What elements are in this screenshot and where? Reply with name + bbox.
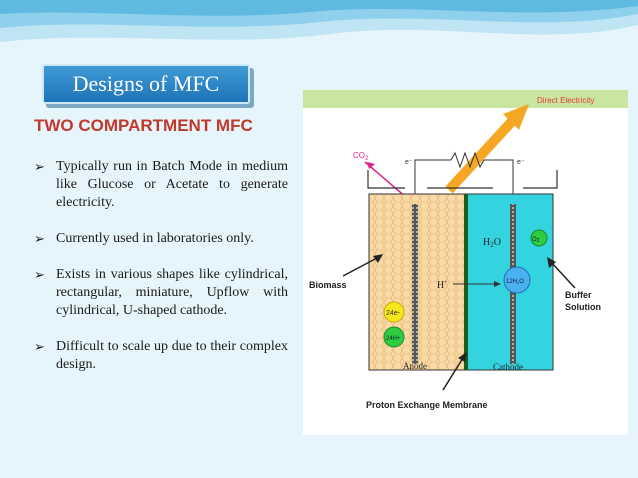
mfc-diagram: Direct Electricity CO2 e⁻ e⁻ H2O O2 12H2… [303,90,628,435]
proton-arrow-head [494,281,501,287]
electron-bubble-label: 24e- [386,310,401,317]
chamber-lid-left [367,170,405,189]
electron-label-right: e⁻ [517,159,525,166]
o2-molecule [530,229,548,247]
bullet-text: Exists in various shapes like cylindrica… [56,267,288,318]
wire-left [414,159,451,208]
buffer-label-line1: Buffer [565,290,592,300]
arrow-bullet-icon: ➢ [34,267,45,282]
header-waves [0,0,638,42]
o2-label: O2 [532,237,540,244]
bullet-text: Difficult to scale up due to their compl… [56,339,288,372]
proton-bubble-label: 24H+ [386,336,401,342]
h2o-label: H2O [483,237,501,249]
arrow-bullet-icon: ➢ [34,339,45,354]
electron-label-left: e⁻ [405,159,413,166]
buffer-arrow-head [547,257,556,268]
biomass-arrow-head [373,254,383,263]
co2-label: CO2 [353,151,369,162]
top-band [303,90,628,108]
bullet-item: ➢ Currently used in laboratories only. [32,230,288,248]
slide-title: Designs of MFC [42,64,250,104]
membrane-arrow-head [458,352,467,362]
chamber-lid-right [523,170,558,189]
slide-subtitle: TWO COMPARTMENT MFC [34,116,253,135]
anode-electrode [412,204,418,364]
bullet-item: ➢ Difficult to scale up due to their comp… [32,338,288,374]
bullet-item: ➢ Typically run in Batch Mode in medium l… [32,158,288,212]
buffer-label-line2: Solution [565,302,601,312]
co2-arrow [364,161,408,199]
biomass-arrow [342,257,378,277]
electricity-arrow-head [503,104,529,130]
bullet-item: ➢ Exists in various shapes like cylindric… [32,266,288,320]
cathode-label: Cathode [493,362,523,372]
resistor-icon [450,151,485,169]
bullet-list: ➢ Typically run in Batch Mode in medium l… [32,158,288,392]
anode-label: Anode [403,361,427,371]
membrane-label: Proton Exchange Membrane [366,400,488,410]
proton-bubble [383,326,405,348]
direct-electricity-label: Direct Electricity [537,96,594,105]
arrow-bullet-icon: ➢ [34,159,45,174]
buffer-arrow [550,261,576,289]
electron-bubble [383,301,405,323]
arrow-bullet-icon: ➢ [34,231,45,246]
bullet-text: Currently used in laboratories only. [56,231,254,246]
electricity-arrow-shaft [445,114,519,194]
water-molecule [503,266,531,294]
water-molecule-label: 12H2O [506,279,524,285]
wire-right [484,159,514,208]
biomass-label: Biomass [309,280,347,290]
membrane-arrow [442,357,464,391]
proton-exchange-membrane [464,194,468,370]
h-plus-label: H+ [437,280,448,291]
co2-arrow-head [367,162,375,169]
bullet-text: Typically run in Batch Mode in medium li… [56,159,288,210]
